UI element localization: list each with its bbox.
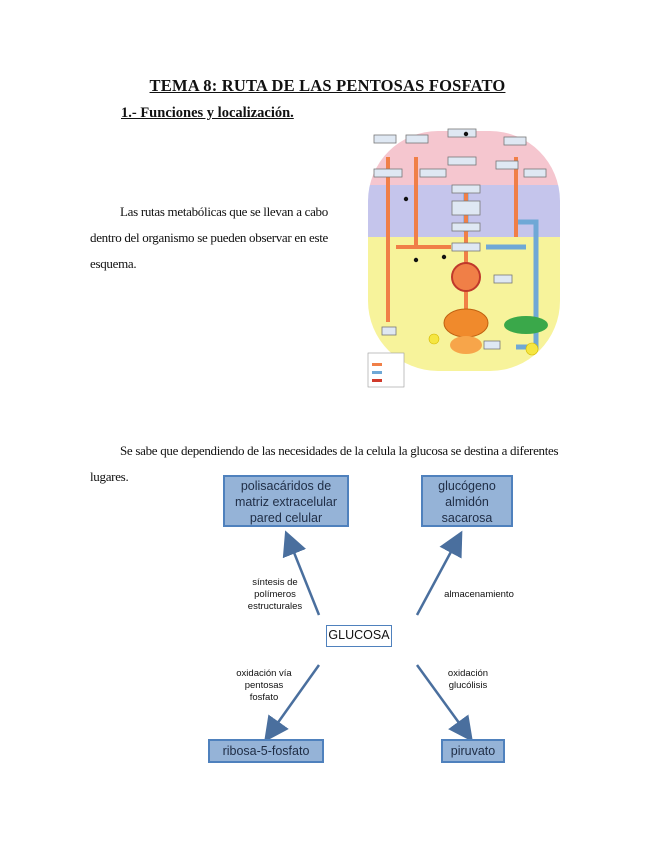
section-heading: 1.- Funciones y localización.: [121, 105, 294, 121]
label-line: síntesis de: [252, 577, 298, 588]
box-pyruvate: piruvato: [441, 739, 505, 763]
arrow-to-pyruvate: [415, 664, 473, 743]
box-polysaccharides: polisacáridos de matriz extracelular par…: [223, 475, 349, 527]
paragraph-glucose-destination: Se sabe que dependiendo de las necesidad…: [90, 438, 580, 490]
electron-carriers: [450, 336, 482, 354]
label-glycolysis-oxidation: oxidación glucólisis: [433, 668, 503, 692]
compartment-dots: [403, 131, 469, 263]
box-ribose-5-phosphate: ribosa-5-fosfato: [208, 739, 324, 763]
box-line: matriz extracelular: [234, 495, 338, 509]
arrow-to-storage: [415, 530, 463, 616]
glucose-fate-diagram: polisacáridos de matriz extracelular par…: [195, 465, 595, 775]
label-line: fosfato: [249, 692, 279, 703]
box-line: almidón: [445, 495, 489, 509]
box-line: sacarosa: [441, 511, 493, 525]
glucose-node: GLUCOSA: [326, 625, 392, 647]
electron-transport: [443, 308, 489, 338]
box-storage: glucógeno almidón sacarosa: [421, 475, 513, 527]
metabolite-boxes: [373, 128, 547, 350]
photosynthesis-leaf: [504, 316, 548, 334]
box-line: pared celular: [249, 511, 323, 525]
label-structural-synthesis: síntesis de polímeros estructurales: [235, 577, 315, 613]
label-pentose-oxidation: oxidación vía pentosas fosfato: [225, 668, 303, 704]
label-line: estructurales: [247, 601, 303, 612]
label-line: oxidación: [447, 668, 489, 679]
catabolic-pathways: [386, 157, 518, 322]
arrow-to-polysaccharides: [282, 530, 321, 616]
paragraph-text: Las rutas metabólicas que se llevan a ca…: [90, 204, 328, 271]
arrow-to-ribose: [264, 664, 321, 743]
paragraph-metabolic-routes: Las rutas metabólicas que se llevan a ca…: [90, 199, 340, 277]
box-line: glucógeno: [438, 479, 496, 493]
label-line: pentosas: [244, 680, 284, 691]
paragraph-text: Se sabe que dependiendo de las necesidad…: [90, 443, 559, 484]
citric-acid-cycle: [451, 262, 481, 292]
diagram-arrows: [264, 530, 473, 743]
page-title: TEMA 8: RUTA DE LAS PENTOSAS FOSFATO: [149, 76, 506, 95]
label-line: oxidación vía: [236, 668, 292, 679]
light-energy-suns: [428, 333, 539, 356]
metabolic-pathways-figure: [367, 128, 560, 388]
label-storage: almacenamiento: [444, 589, 514, 600]
label-line: polímeros: [254, 589, 296, 600]
legend-key: [367, 352, 405, 388]
label-line: glucólisis: [448, 680, 488, 691]
box-line: polisacáridos de: [240, 479, 332, 493]
